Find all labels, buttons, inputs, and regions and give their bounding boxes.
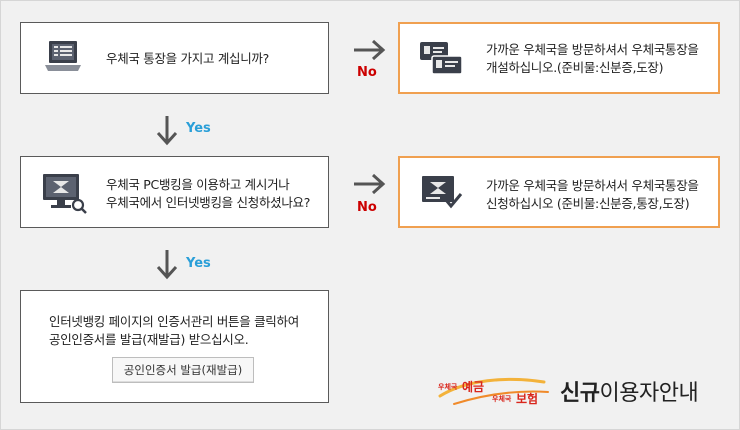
step1-no-result-box: 가까운 우체국을 방문하셔서 우체국통장을 개설하십니오.(준비물:신분증,도장…	[398, 22, 720, 94]
step1-no-label: No	[357, 65, 377, 80]
step2-no-label: No	[357, 200, 377, 215]
step2-question-line2: 우체국에서 인터넷뱅킹을 신청하셨나요?	[106, 195, 311, 210]
step1-no-result-line2: 개설하십니오.(준비물:신분증,도장)	[486, 60, 664, 75]
laptop-icon	[45, 41, 81, 71]
step3-yes-label: Yes	[186, 256, 211, 271]
page-title: 신규이용자안내	[560, 375, 699, 407]
logo-savings-prefix: 우체국	[438, 383, 458, 391]
page-title-rest: 이용자안내	[599, 381, 699, 406]
arrow-down-icon	[156, 116, 178, 146]
step2-question-box: 우체국 PC뱅킹을 이용하고 계시거나 우체국에서 인터넷뱅킹을 신청하셨나요?	[20, 156, 329, 228]
brand-logo: 우체국 예금 우체국 보험	[436, 374, 556, 410]
step1-question-text: 우체국 통장을 가지고 계십니까?	[106, 51, 269, 66]
arrow-down-icon	[156, 250, 178, 280]
logo-swoosh-icon	[438, 377, 549, 405]
step2-no-result-box: 가까운 우체국을 방문하셔서 우체국통장을 신청하십시오 (준비물:신분증,통장…	[398, 156, 720, 228]
step1-no-result-line1: 가까운 우체국을 방문하셔서 우체국통장을	[486, 42, 699, 57]
issue-certificate-button[interactable]: 공인인증서 발급(재발급)	[112, 357, 254, 383]
id-card-icon	[420, 42, 463, 75]
logo-insurance-word: 보험	[516, 392, 539, 406]
step2-question-line1: 우체국 PC뱅킹을 이용하고 계시거나	[106, 177, 290, 192]
arrow-right-icon	[354, 39, 386, 61]
step1-question-box: 우체국 통장을 가지고 계십니까?	[20, 22, 329, 94]
step3-text-line2: 공인인증서를 발급(재발급) 받으십시오.	[49, 332, 249, 347]
passbook-check-icon	[422, 176, 463, 209]
logo-savings-word: 예금	[462, 380, 485, 394]
step2-no-result-line1: 가까운 우체국을 방문하셔서 우체국통장을	[486, 178, 699, 193]
step3-text-line1: 인터넷뱅킹 페이지의 인증서관리 버튼을 클릭하여	[49, 314, 299, 329]
step2-yes-label: Yes	[186, 121, 211, 136]
arrow-right-icon	[354, 173, 386, 195]
pc-banking-monitor-icon	[43, 174, 87, 214]
step3-instruction-box: 인터넷뱅킹 페이지의 인증서관리 버튼을 클릭하여 공인인증서를 발급(재발급)…	[20, 290, 329, 403]
page-title-strong: 신규	[560, 381, 600, 406]
step2-no-result-line2: 신청하십시오 (준비물:신분증,통장,도장)	[486, 196, 690, 211]
logo-insurance-prefix: 우체국	[492, 395, 512, 403]
